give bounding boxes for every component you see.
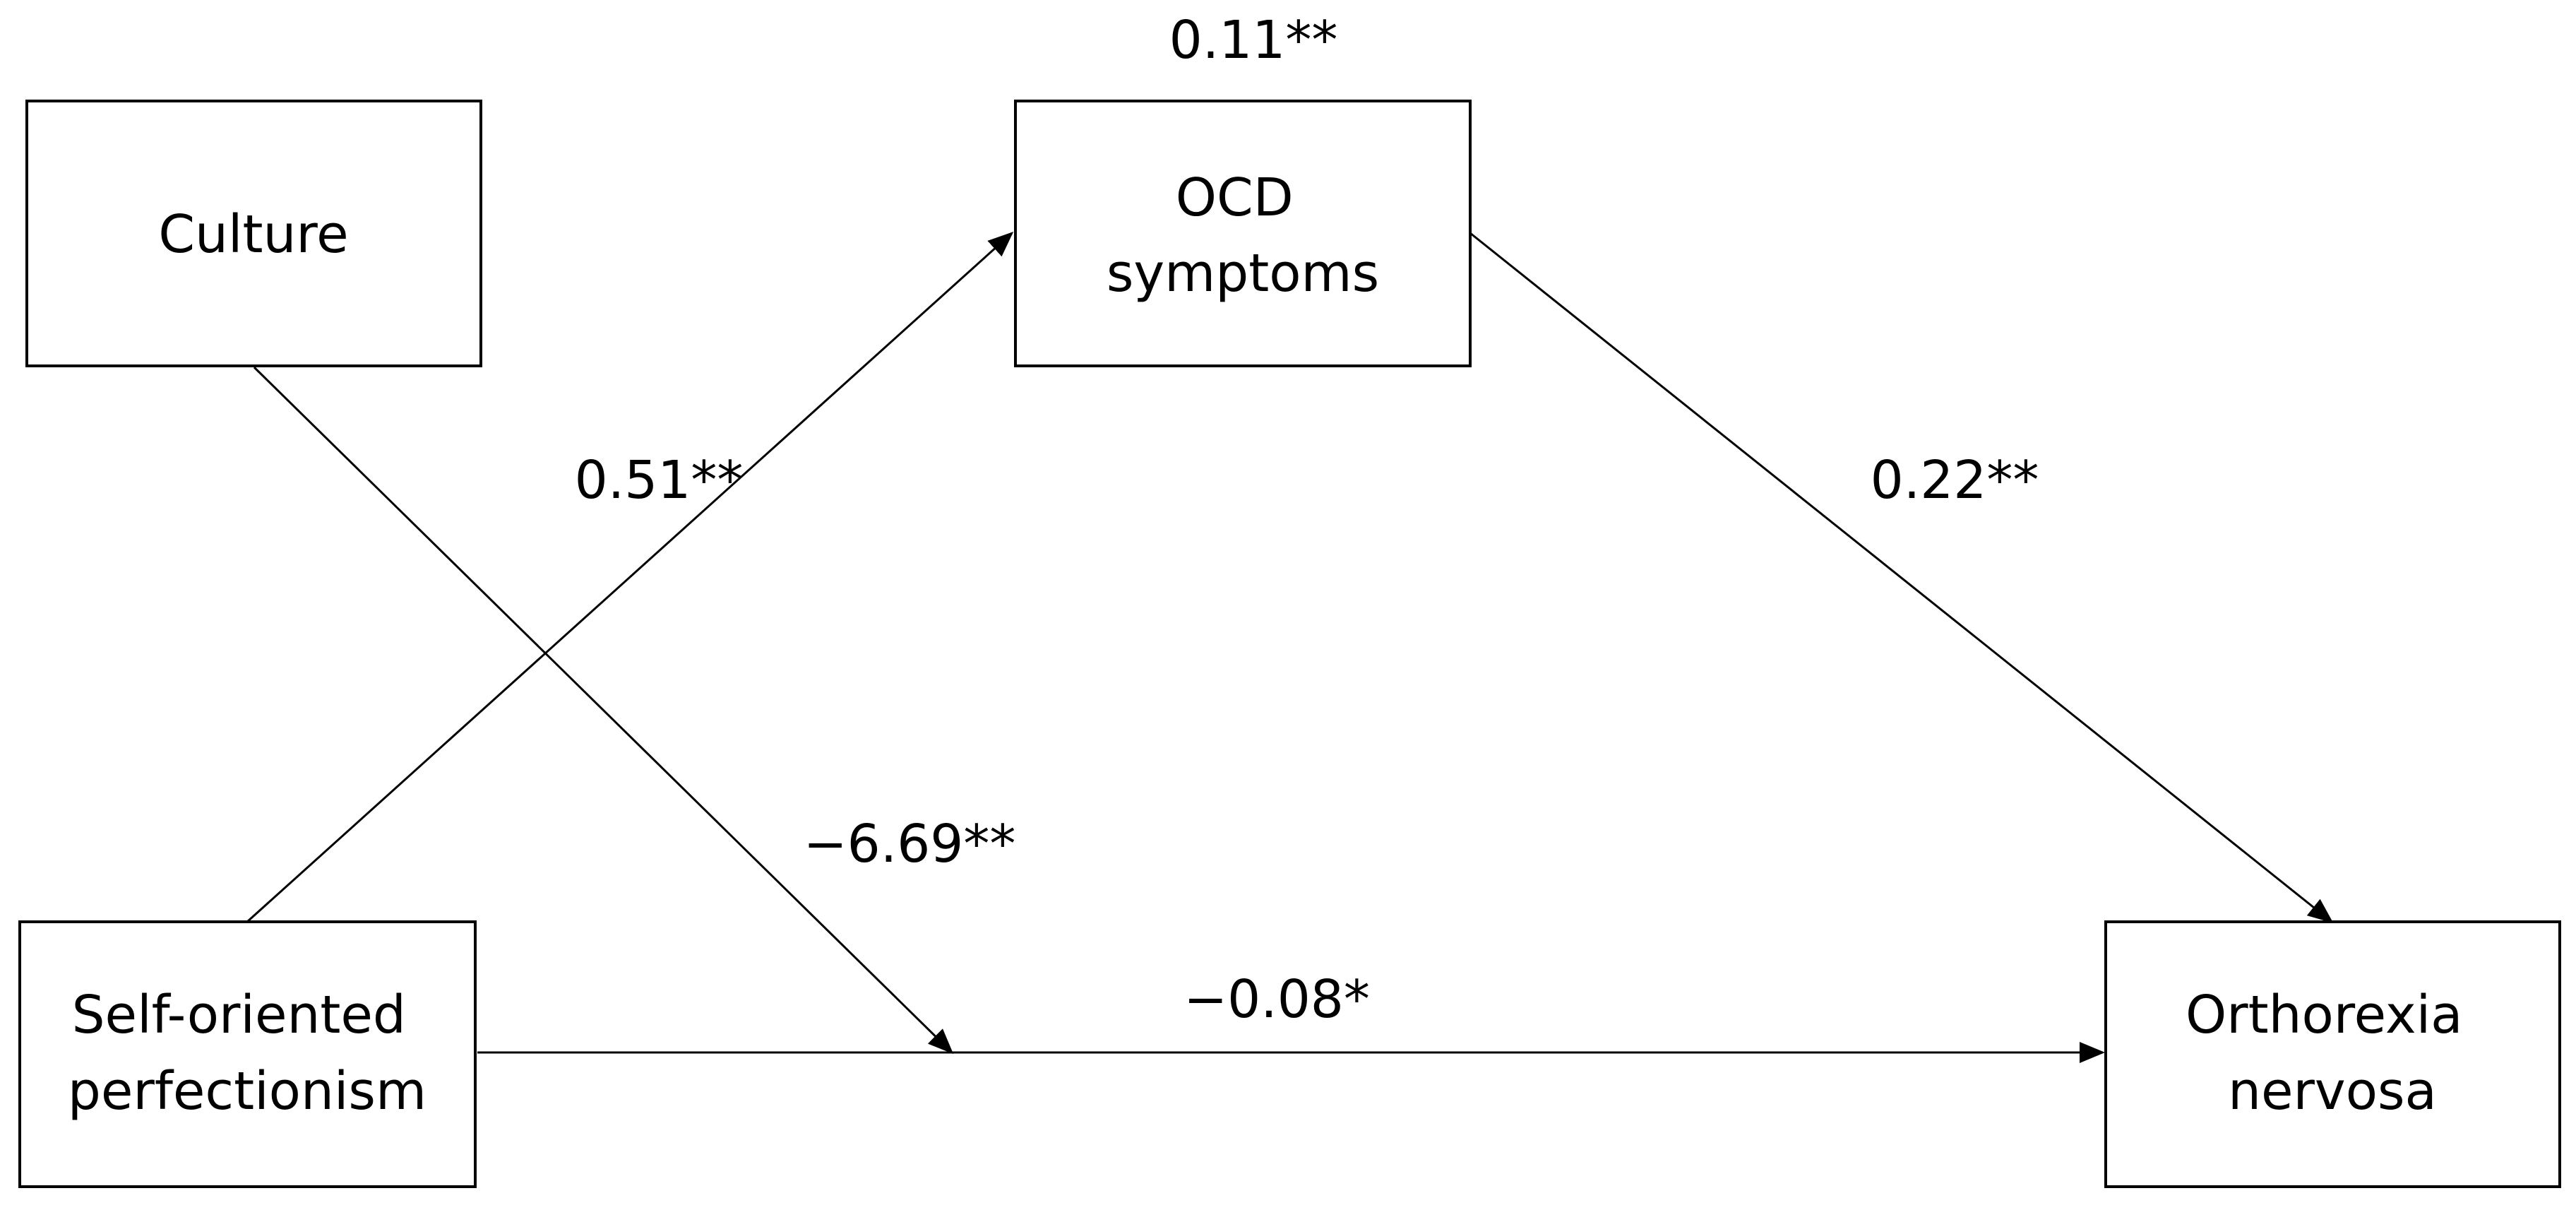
edge-culture-moderation: [253, 366, 954, 1055]
node-orthorexia-label: Orthorexia nervosa: [2186, 985, 2479, 1122]
edge-label-self-to-orthorexia: −0.08*: [1183, 969, 1370, 1030]
node-culture-label: Culture: [158, 204, 348, 265]
node-orthorexia-label-line-1: Orthorexia: [2186, 985, 2463, 1045]
node-self-oriented-perfectionism: Self-oriented perfectionism: [18, 920, 477, 1188]
node-ocd-label-line-2: symptoms: [1107, 243, 1379, 304]
edge-label-ocd-to-orthorexia: 0.22**: [1871, 450, 2039, 511]
node-orthorexia-label-line-2: nervosa: [2228, 1061, 2437, 1122]
edge-label-ocd-r2: 0.11**: [1169, 10, 1338, 71]
node-ocd-label-line-1: OCD: [1176, 167, 1294, 228]
node-self-oriented-label-line-1: Self-oriented: [72, 985, 406, 1045]
edge-self-to-ocd: [246, 231, 1014, 923]
node-self-oriented-label-line-2: perfectionism: [68, 1061, 427, 1122]
edge-label-culture-moderation: −6.69**: [804, 814, 1016, 874]
edge-ocd-to-orthorexia: [1469, 232, 2334, 923]
node-ocd-label: OCD symptoms: [1107, 167, 1379, 304]
node-ocd-symptoms: OCD symptoms: [1014, 100, 1472, 367]
node-orthorexia-nervosa: Orthorexia nervosa: [2104, 920, 2561, 1188]
node-self-oriented-label: Self-oriented perfectionism: [68, 985, 427, 1122]
node-culture: Culture: [25, 100, 482, 367]
edge-label-self-to-ocd: 0.51**: [575, 450, 744, 511]
